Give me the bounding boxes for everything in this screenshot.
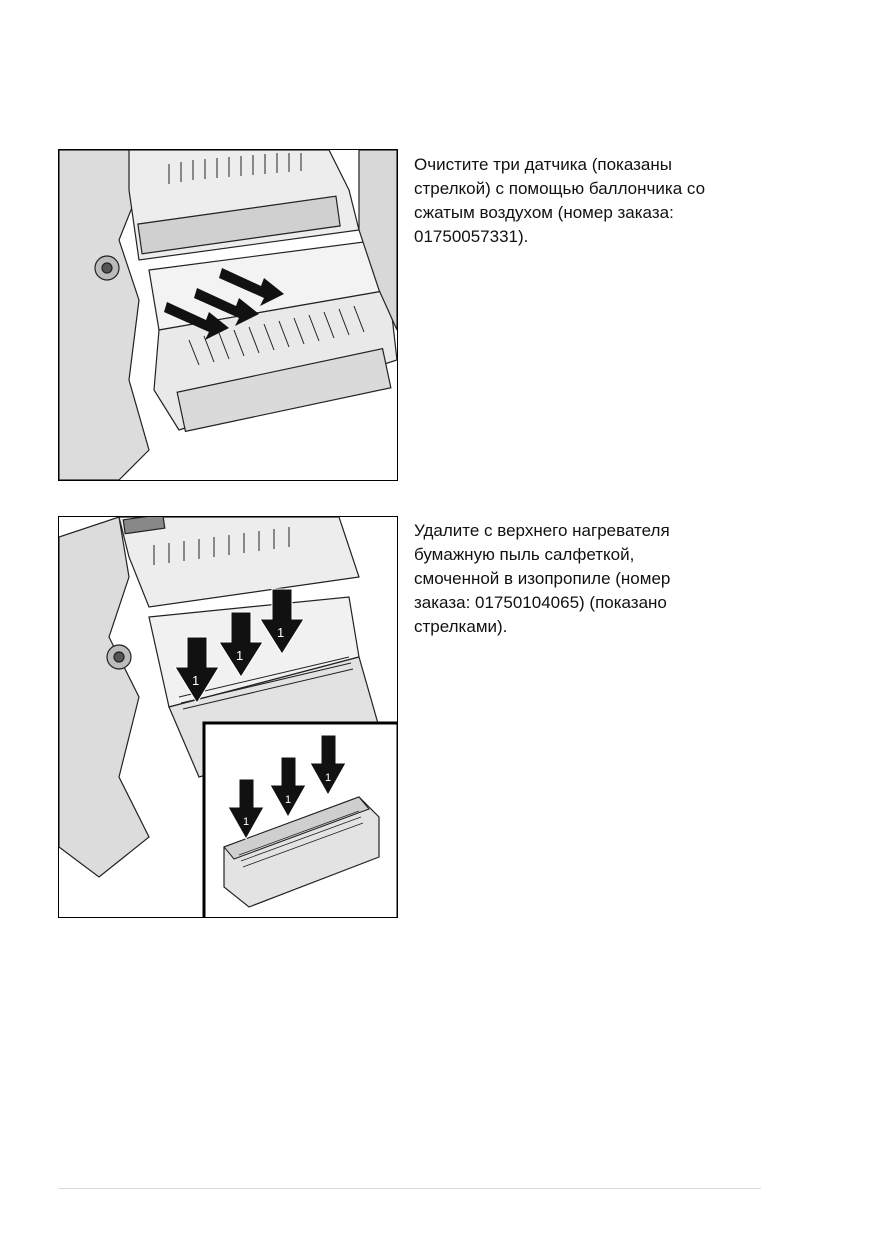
heater-cleaning-illustration: 1 1 1 1 1 1 xyxy=(58,516,398,918)
step-1-instruction: Очистите три датчика (показаны стрелкой)… xyxy=(414,155,706,246)
detail-inset: 1 1 1 xyxy=(202,721,397,917)
inset-arrow-label-1b: 1 xyxy=(285,794,291,806)
footer-divider xyxy=(58,1188,761,1189)
printer-fuser-drawing xyxy=(59,150,397,480)
arrow-label-1c: 1 xyxy=(277,625,284,640)
arrow-label-1a: 1 xyxy=(192,673,199,688)
sensor-arrows xyxy=(164,268,284,340)
inset-arrow-label-1c: 1 xyxy=(325,772,331,784)
arrow-label-1b: 1 xyxy=(236,648,243,663)
sensor-cleaning-illustration xyxy=(58,149,398,481)
printer-heater-drawing: 1 1 1 1 1 1 xyxy=(59,517,397,917)
inset-arrow-label-1a: 1 xyxy=(243,816,249,828)
step-2-instruction: Удалите с верхнего нагревателя бумажную … xyxy=(414,521,671,636)
heater-arrows xyxy=(174,588,305,704)
